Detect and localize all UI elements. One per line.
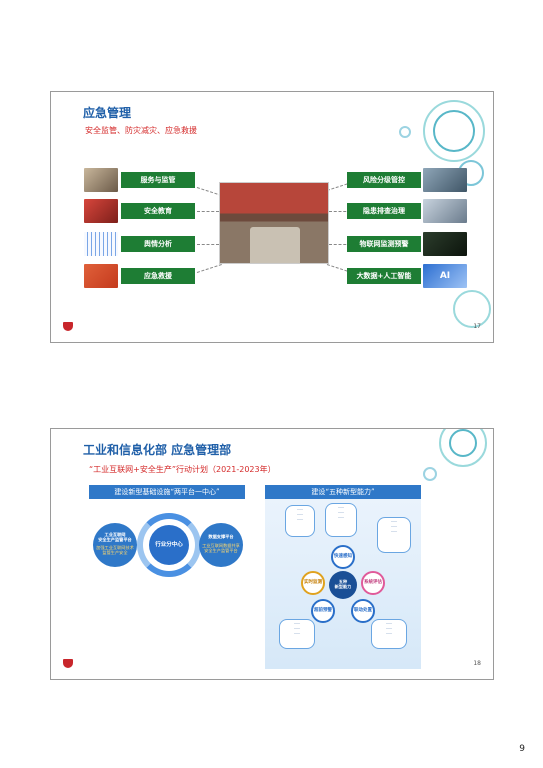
slide-page-number: 18 (473, 660, 481, 667)
connector (197, 211, 219, 212)
logo-shield-icon (63, 322, 73, 331)
document-page-number: 9 (519, 744, 525, 754)
decor-circle (433, 110, 475, 152)
slide-subtitle: “工业互联网+安全生产”行动计划（2021-2023年） (89, 465, 276, 474)
label-sentiment-analysis: 舆情分析 (121, 236, 195, 252)
photo-rescue (84, 264, 118, 288)
right-platform-circle (199, 523, 243, 567)
logo-shield-icon (63, 659, 73, 668)
core-label: 五种 新型能力 (334, 579, 352, 590)
right-panel: ·················· ·················· ··… (265, 499, 421, 669)
slide-page-number: 17 (473, 323, 481, 330)
label-safety-education: 安全教育 (121, 203, 195, 219)
decor-circle (399, 126, 411, 138)
left-platform-title: 工业互联网 安全生产监管平台 (98, 532, 132, 543)
connector (329, 211, 351, 212)
center-hub-label: 行业分中心 (155, 542, 183, 548)
left-platform-sub: 加强工业互联网技术 监管生产安全 (96, 545, 134, 556)
info-bubble: ·················· (371, 619, 407, 649)
left-panel-header: 建设新型基础设施“两平台一中心” (89, 485, 245, 499)
node-joint-disposal: 联动处置 (351, 599, 375, 623)
photo-iot (423, 232, 467, 256)
center-hub (149, 525, 189, 565)
connector (196, 263, 222, 273)
connector (329, 244, 351, 245)
meeting-photo (219, 182, 329, 264)
photo-service (84, 168, 118, 192)
left-platform-circle (93, 523, 137, 567)
node-system-evaluation: 系统评估 (361, 571, 385, 595)
slide-emergency-management: 应急管理 安全监管、防灾减灾、应急救援 服务与监管 安全教育 舆情分析 应急救援… (50, 91, 494, 343)
left-panel: 行业分中心 工业互联网 安全生产监管平台 加强工业互联网技术 监管生产安全 数据… (89, 499, 245, 605)
label-hazard-investigation: 隐患排查治理 (347, 203, 421, 219)
decor-circle (423, 100, 485, 162)
company-logo (59, 322, 77, 336)
node-fast-perception: 快速感知 (331, 545, 355, 569)
slide-subtitle: 安全监管、防灾减灾、应急救援 (85, 126, 197, 135)
slide-internet-plus-safety: 工业和信息化部 应急管理部 “工业互联网+安全生产”行动计划（2021-2023… (50, 428, 494, 680)
core-circle (329, 571, 357, 599)
label-service-supervision: 服务与监管 (121, 172, 195, 188)
slide-title: 工业和信息化部 应急管理部 (83, 443, 232, 457)
right-panel-header: 建设“五种新型能力” (265, 485, 421, 499)
label-iot-monitoring: 物联网监测预警 (347, 236, 421, 252)
photo-sentiment (84, 232, 118, 256)
photo-ai: AI (423, 264, 467, 288)
decor-circle (423, 467, 437, 481)
right-platform-sub: 工业互联网数据共享 安全生产监管平台 (202, 543, 240, 554)
ai-mark: AI (439, 271, 451, 281)
info-bubble: ·················· (279, 619, 315, 649)
node-advance-warning: 超前预警 (311, 599, 335, 623)
label-bigdata-ai: 大数据+人工智能 (347, 268, 421, 284)
label-emergency-rescue: 应急救援 (121, 268, 195, 284)
decor-circle (439, 429, 487, 467)
photo-education (84, 199, 118, 223)
info-bubble: ·················· (377, 517, 411, 553)
company-logo (59, 659, 77, 673)
decor-circle (449, 429, 477, 457)
info-bubble: ·················· (325, 503, 357, 537)
photo-hazard (423, 199, 467, 223)
connector (197, 244, 219, 245)
info-bubble: ·················· (285, 505, 315, 537)
slide-title: 应急管理 (83, 106, 132, 120)
node-realtime-monitoring: 实时监测 (301, 571, 325, 595)
label-risk-grading: 风险分级管控 (347, 172, 421, 188)
photo-risk (423, 168, 467, 192)
decor-circle (453, 290, 491, 328)
cycle-ring (137, 513, 201, 577)
meeting-table (250, 227, 300, 263)
right-platform-title: 数据支撑平台 (208, 534, 234, 539)
